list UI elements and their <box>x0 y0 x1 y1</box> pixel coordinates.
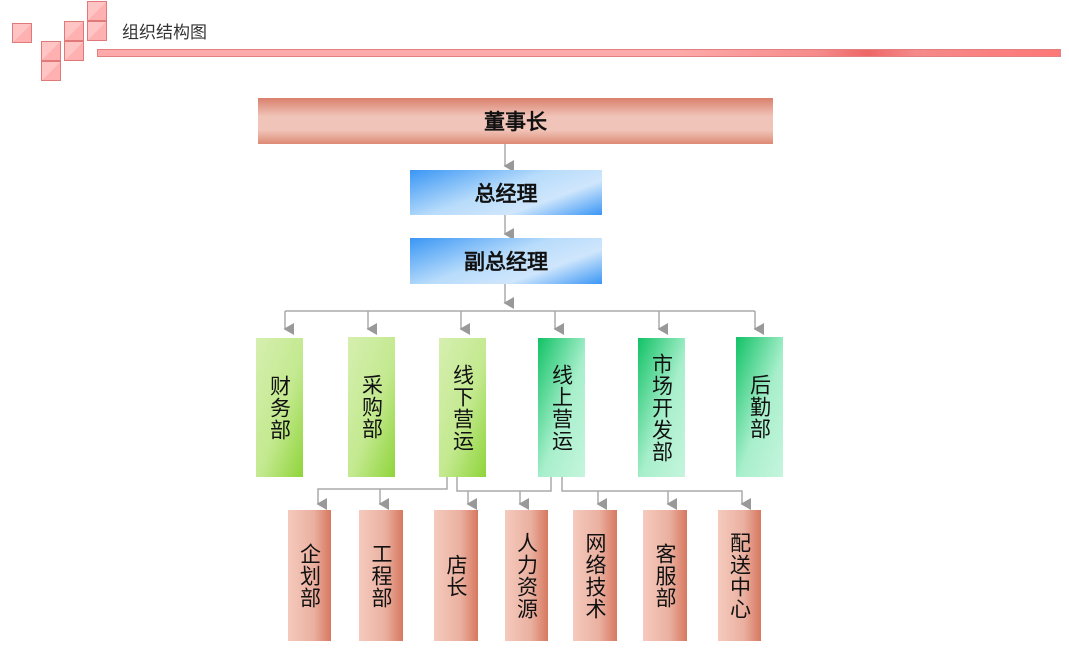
department-box: 市场开发部 <box>638 338 685 477</box>
logo-square <box>64 21 84 41</box>
logo-square <box>87 1 107 21</box>
sub-department-box: 工程部 <box>359 510 403 641</box>
department-box: 财务部 <box>256 338 303 477</box>
sub-department-box: 企划部 <box>288 510 331 641</box>
sub-department-box: 网络技术 <box>573 510 617 641</box>
logo-square <box>41 41 61 61</box>
sub-department-box: 店长 <box>434 510 478 641</box>
department-box: 线下营运 <box>439 338 486 477</box>
department-box: 线上营运 <box>538 338 585 477</box>
page-title: 组织结构图 <box>122 23 207 43</box>
logo-square <box>41 61 61 81</box>
department-box: 后勤部 <box>736 337 783 477</box>
sub-department-box: 配送中心 <box>718 510 761 641</box>
department-box: 采购部 <box>348 337 395 477</box>
general-manager-box: 总经理 <box>410 170 602 215</box>
logo-square <box>87 21 107 41</box>
sub-department-box: 人力资源 <box>505 510 548 641</box>
sub-department-box: 客服部 <box>643 510 687 641</box>
logo-square <box>12 23 32 43</box>
chairman-box: 董事长 <box>258 98 773 144</box>
title-underline-bar <box>97 49 1061 57</box>
logo-square <box>64 41 84 61</box>
deputy-general-manager-box: 副总经理 <box>410 238 602 284</box>
